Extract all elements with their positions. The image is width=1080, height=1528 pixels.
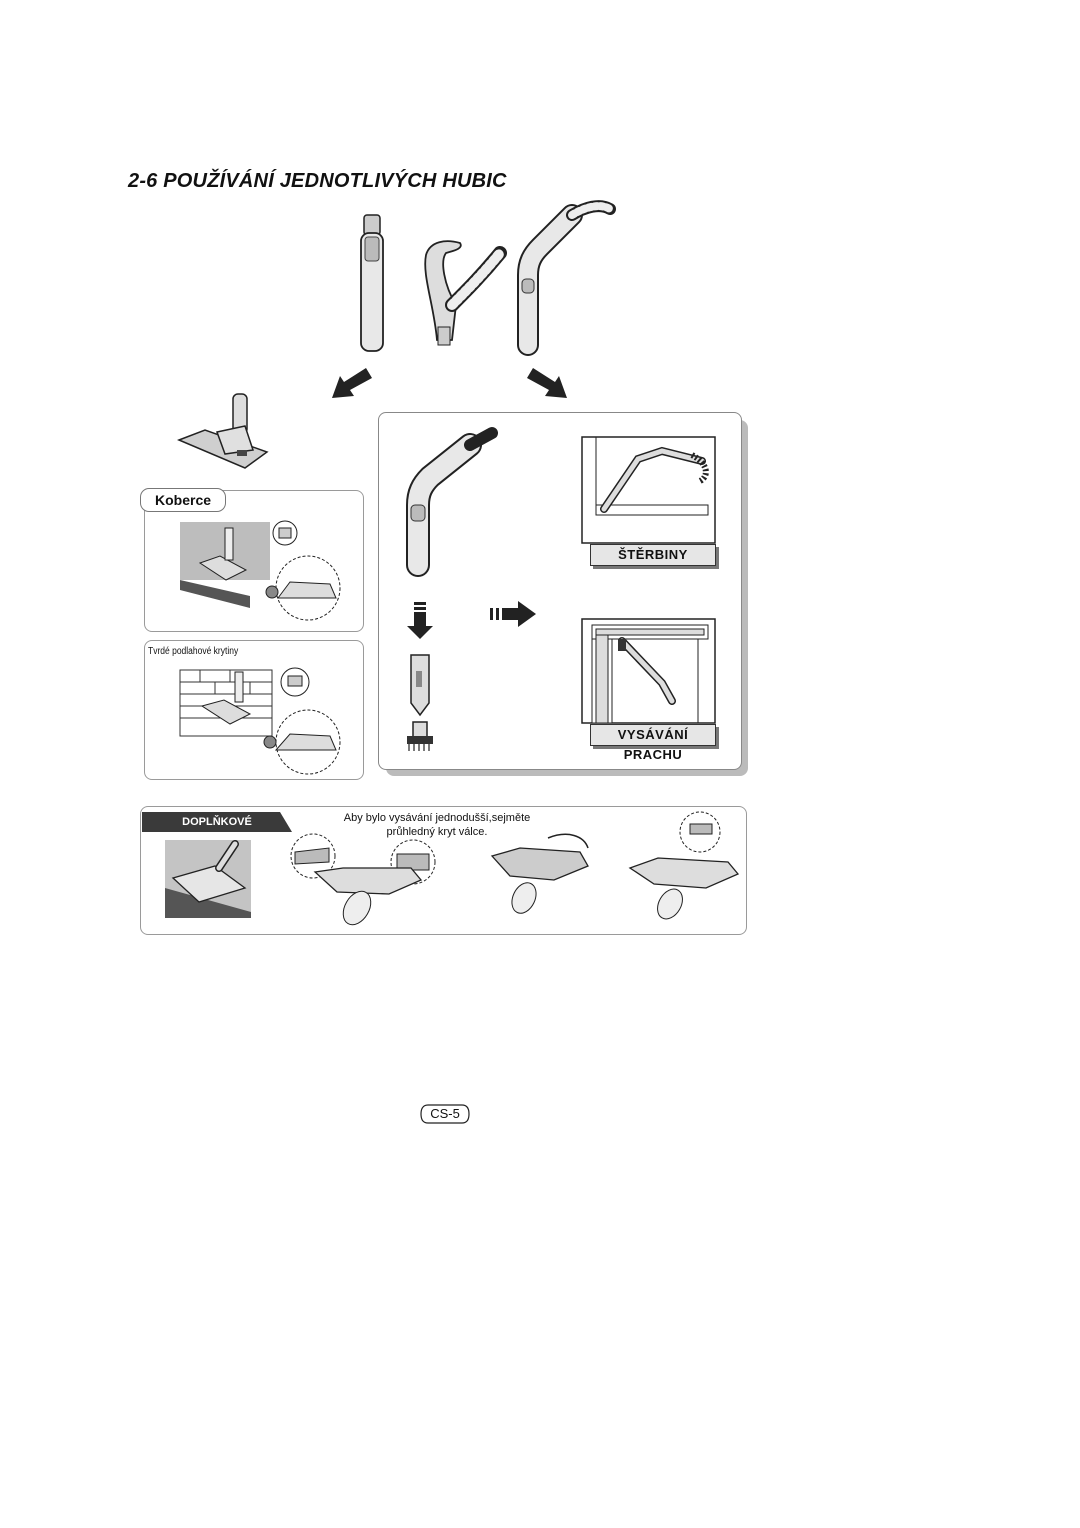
dusting-label: VYSÁVÁNÍ PRACHU <box>590 724 716 762</box>
turbo-brush-icon <box>165 840 251 918</box>
turbo-brush-step1 <box>290 833 436 926</box>
dusting-illustration <box>581 618 716 724</box>
accessories-note-line1: Aby bylo vysávání jednodušší,sejměte <box>343 812 531 824</box>
accessories-note: Aby bylo vysávání jednodušší,sejměte prů… <box>322 811 552 839</box>
accessories-note-line2: průhledný kryt válce. <box>386 826 488 838</box>
wand-tube-icon <box>360 214 384 352</box>
turbo-brush-step3 <box>628 811 740 920</box>
crevice-tool-icon <box>410 654 430 717</box>
hard-floor-illustration <box>179 667 341 775</box>
hard-floor-label: Tvrdé podlahové krytiny <box>148 646 239 657</box>
bent-wand-icon <box>517 200 616 356</box>
page-title: 2-6 POUŽÍVÁNÍ JEDNOTLIVÝCH HUBIC <box>128 170 507 192</box>
dusting-brush-icon <box>407 721 433 751</box>
arrow-icon <box>527 368 567 398</box>
carpet-illustration <box>180 520 341 621</box>
arrow-icon <box>407 602 433 639</box>
turbo-brush-step2 <box>490 833 589 914</box>
arrow-icon <box>490 601 536 627</box>
floor-brush-icon <box>176 393 269 469</box>
accessories-tag: DOPLŇKOVÉ PŘÍSLUŠENSTVÍ <box>142 812 292 832</box>
carpet-label: Koberce <box>140 488 226 512</box>
arrow-icon <box>332 368 372 398</box>
crevice-label: ŠTĚRBINY <box>590 544 716 566</box>
hose-handle-icon <box>424 240 507 346</box>
bent-wand-icon <box>406 427 498 577</box>
crevice-illustration <box>581 436 716 544</box>
page-number: CS-5 <box>430 1106 460 1121</box>
page-number-frame <box>420 1104 470 1124</box>
